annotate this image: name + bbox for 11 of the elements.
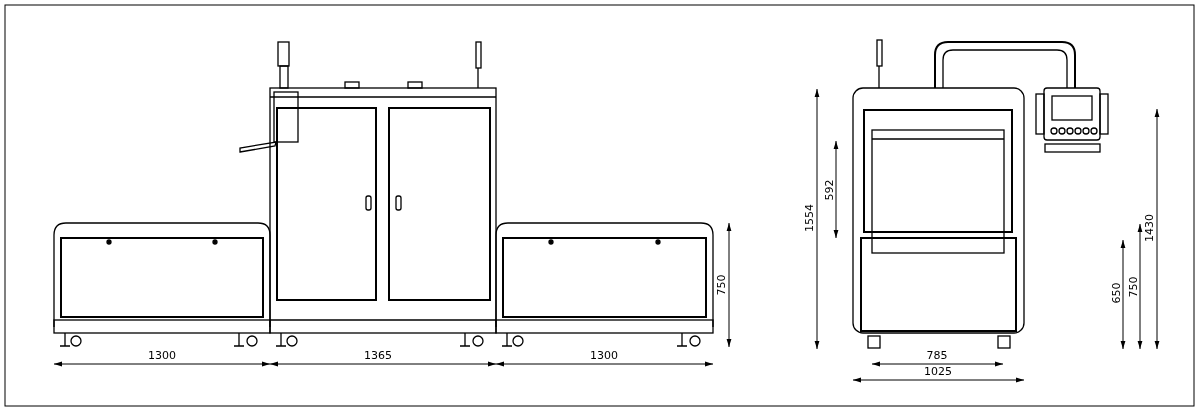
dimension-value: 1300: [590, 350, 618, 362]
dimension-value: 1365: [364, 350, 392, 362]
dimension-value: 1025: [924, 366, 952, 378]
dimension-value: 750: [1127, 276, 1139, 298]
dimension-value: 592: [823, 179, 835, 201]
dimension-value: 650: [1110, 282, 1122, 304]
dimension-value: 750: [715, 274, 727, 296]
dimension-value: 785: [926, 350, 948, 362]
dimension-value: 1430: [1144, 214, 1156, 242]
dimension-value: 1554: [804, 204, 816, 232]
dimension-value: 1300: [148, 350, 176, 362]
